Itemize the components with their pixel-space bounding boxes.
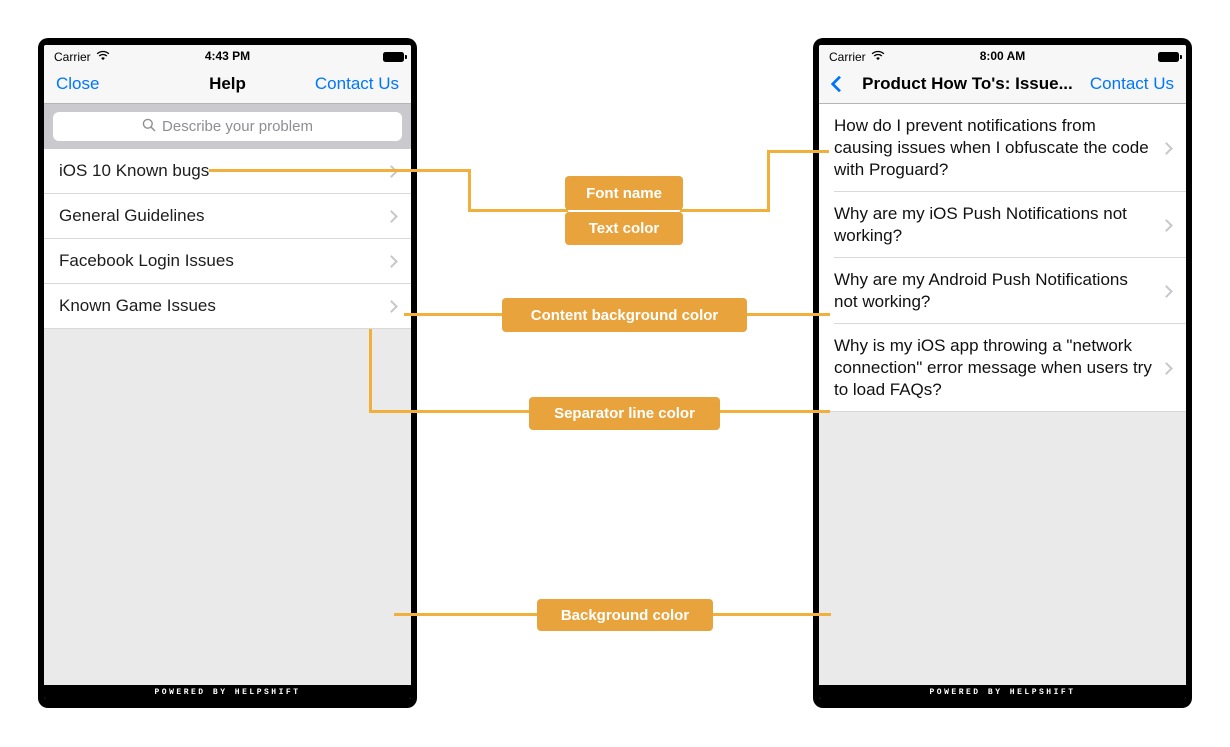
page-title: Product How To's: Issue... xyxy=(862,73,1073,93)
faq-item-label: Why is my iOS app throwing a "network co… xyxy=(834,336,1152,399)
connector-line xyxy=(767,150,829,153)
list-item-label: Known Game Issues xyxy=(59,296,216,315)
right-nav-bar: Product How To's: Issue... Contact Us xyxy=(819,64,1186,104)
list-item-label: Facebook Login Issues xyxy=(59,251,234,270)
connector-line xyxy=(369,329,372,413)
connector-line xyxy=(468,169,471,212)
annotation-background-color: Background color xyxy=(537,599,713,631)
annotation-separator-line-color: Separator line color xyxy=(529,397,720,430)
faq-item[interactable]: How do I prevent notifications from caus… xyxy=(819,104,1186,192)
list-item[interactable]: Known Game Issues xyxy=(44,284,411,329)
left-nav-bar: Close Help Contact Us xyxy=(44,64,411,104)
chevron-right-icon xyxy=(1160,218,1173,232)
list-item-label: General Guidelines xyxy=(59,206,205,225)
annotation-content-background-color: Content background color xyxy=(502,298,747,332)
left-screen-background xyxy=(44,329,411,685)
page-title: Help xyxy=(209,73,246,93)
faq-item[interactable]: Why is my iOS app throwing a "network co… xyxy=(819,324,1186,412)
battery-icon xyxy=(1158,51,1182,62)
contact-us-button[interactable]: Contact Us xyxy=(314,73,399,93)
faq-item[interactable]: Why are my iOS Push Notifications not wo… xyxy=(819,192,1186,258)
left-screen: Carrier 4:43 PM Close Help Contact Us xyxy=(44,45,411,699)
list-item[interactable]: General Guidelines xyxy=(44,194,411,239)
iphone-mockup-left: Carrier 4:43 PM Close Help Contact Us xyxy=(38,38,417,708)
annotation-text-color: Text color xyxy=(565,212,683,245)
chevron-right-icon xyxy=(385,254,398,268)
connector-line xyxy=(745,313,830,316)
connector-line xyxy=(468,209,568,212)
chevron-right-icon xyxy=(1160,141,1173,155)
list-item[interactable]: iOS 10 Known bugs xyxy=(44,149,411,194)
search-icon xyxy=(142,118,156,136)
chevron-right-icon xyxy=(1160,361,1173,375)
carrier-label: Carrier xyxy=(54,49,91,64)
status-time: 4:43 PM xyxy=(204,49,251,63)
left-status-bar: Carrier 4:43 PM xyxy=(44,45,411,64)
connector-line xyxy=(710,613,831,616)
chevron-right-icon xyxy=(385,209,398,223)
faq-item-label: Why are my Android Push Notifications no… xyxy=(834,270,1128,311)
chevron-right-icon xyxy=(385,299,398,313)
back-chevron-icon[interactable] xyxy=(830,75,848,92)
right-screen: Carrier 8:00 AM Product How To's: Issue.… xyxy=(819,45,1186,699)
connector-line xyxy=(680,209,770,212)
contact-us-button[interactable]: Contact Us xyxy=(1089,73,1174,93)
right-screen-background xyxy=(819,412,1186,685)
battery-icon xyxy=(383,51,407,62)
connector-line xyxy=(394,613,539,616)
powered-by-helpshift-badge: POWERED BY HELPSHIFT xyxy=(819,685,1186,699)
list-item[interactable]: Facebook Login Issues xyxy=(44,239,411,284)
connector-line xyxy=(767,150,770,212)
status-time: 8:00 AM xyxy=(979,49,1026,63)
iphone-mockup-right: Carrier 8:00 AM Product How To's: Issue.… xyxy=(813,38,1192,708)
close-button[interactable]: Close xyxy=(56,73,100,93)
wifi-icon xyxy=(871,50,885,64)
connector-line xyxy=(404,313,504,316)
right-status-bar: Carrier 8:00 AM xyxy=(819,45,1186,64)
faq-item-label: How do I prevent notifications from caus… xyxy=(834,116,1149,179)
carrier-label: Carrier xyxy=(829,49,866,64)
faq-section-list: iOS 10 Known bugs General Guidelines Fac… xyxy=(44,149,411,329)
faq-item[interactable]: Why are my Android Push Notifications no… xyxy=(819,258,1186,324)
wifi-icon xyxy=(96,50,110,64)
faq-question-list: How do I prevent notifications from caus… xyxy=(819,104,1186,412)
search-input[interactable]: Describe your problem xyxy=(53,112,402,141)
search-section: Describe your problem xyxy=(44,104,411,149)
faq-item-label: Why are my iOS Push Notifications not wo… xyxy=(834,204,1127,245)
connector-line xyxy=(369,410,531,413)
list-item-label: iOS 10 Known bugs xyxy=(59,161,210,180)
search-placeholder: Describe your problem xyxy=(162,118,313,135)
chevron-right-icon xyxy=(1160,284,1173,298)
powered-by-helpshift-badge: POWERED BY HELPSHIFT xyxy=(44,685,411,699)
annotation-font-name: Font name xyxy=(565,176,683,210)
connector-line xyxy=(718,410,830,413)
connector-line xyxy=(209,169,471,172)
